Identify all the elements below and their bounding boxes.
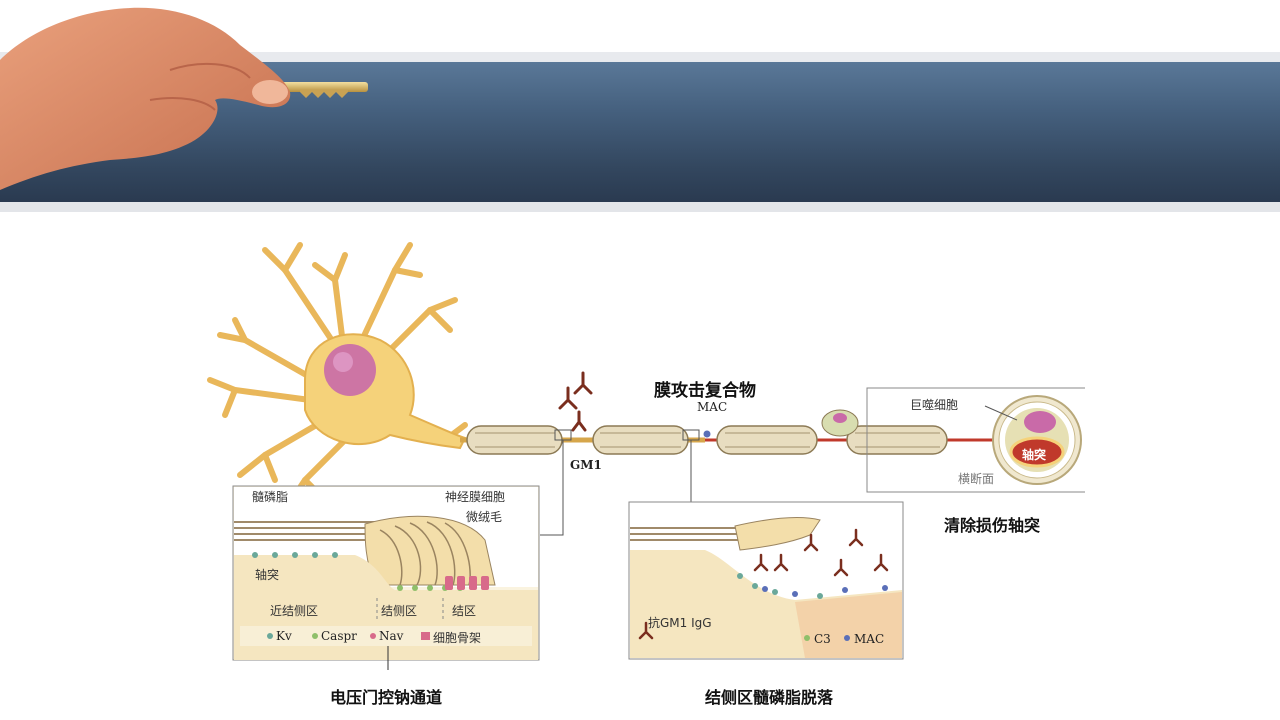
clear-damaged-axon-label: 清除损伤轴突 xyxy=(944,516,1041,535)
anti-gm1-igg-label: 抗GM1 IgG xyxy=(648,616,712,630)
legend-nav: Nav xyxy=(379,629,404,643)
legend-kv: Kv xyxy=(276,629,292,643)
cross-section-frame xyxy=(866,387,1085,493)
right-inset-panel xyxy=(628,501,904,660)
neuron-nucleus xyxy=(324,344,376,396)
antibody-icons xyxy=(558,371,593,432)
cross-section-axon xyxy=(1009,436,1065,468)
paranode-label: 结侧区 xyxy=(381,604,418,618)
left-inset-panel xyxy=(232,485,540,670)
mac-label-en: MAC xyxy=(697,400,728,414)
legend-c3: C3 xyxy=(814,632,831,646)
voltage-gated-na-label: 电压门控钠通道 xyxy=(330,688,443,707)
schwann-cell-label: 神经膜细胞 xyxy=(445,490,506,504)
paranode-myelin-detach-label: 结侧区髓磷脂脱落 xyxy=(705,688,834,707)
axon-circle-label: 轴突 xyxy=(1022,448,1047,462)
macrophage-label: 巨噬细胞 xyxy=(910,398,959,412)
juxtaparanode-label: 近结侧区 xyxy=(270,604,319,618)
axon-label: 轴突 xyxy=(255,568,280,582)
hand-with-key-illustration xyxy=(0,7,368,190)
legend-cytoskeleton: 细胞骨架 xyxy=(433,631,482,645)
node-label: 结区 xyxy=(452,604,477,618)
header-top-stripe xyxy=(0,52,1280,62)
neuron-diagram xyxy=(207,242,1085,670)
gm1-label: GM1 xyxy=(570,458,602,472)
microvilli-label: 微绒毛 xyxy=(466,510,503,524)
myelin-label: 髓磷脂 xyxy=(252,490,289,504)
mac-label-cn: 膜攻击复合物 xyxy=(654,381,756,401)
neuron-soma xyxy=(304,333,467,450)
legend-caspr: Caspr xyxy=(321,629,357,643)
header-bottom-stripe xyxy=(0,202,1280,212)
cross-section-label: 横断面 xyxy=(958,472,995,486)
legend-mac: MAC xyxy=(854,632,885,646)
